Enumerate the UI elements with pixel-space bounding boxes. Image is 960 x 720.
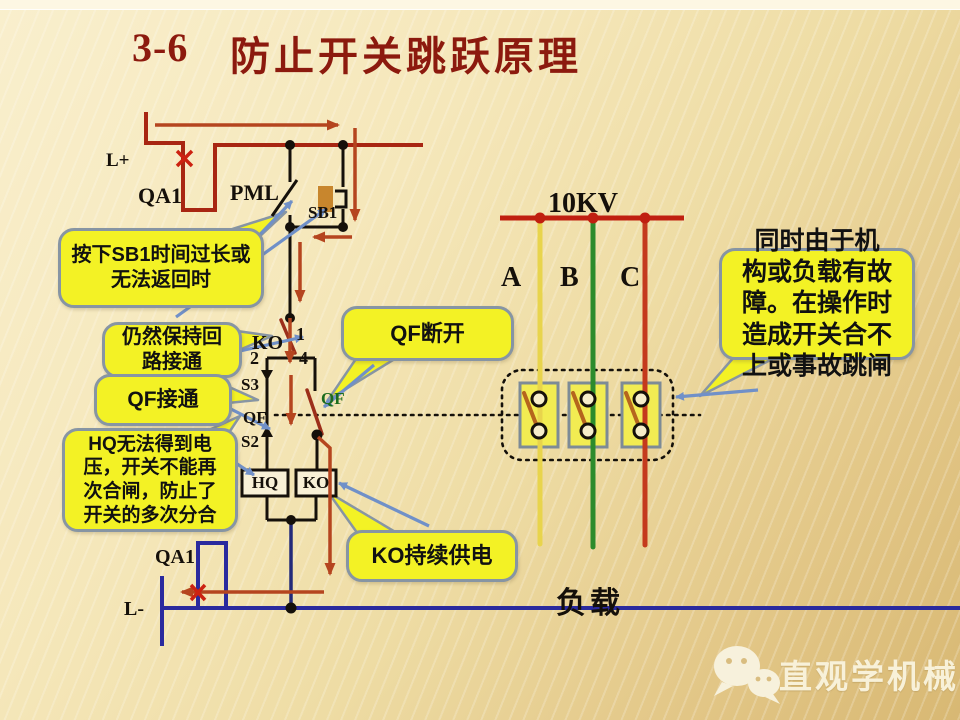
label-phase-b: B (560, 262, 579, 293)
callout-qf-on: QF接通 (94, 374, 232, 426)
wechat-icon (714, 646, 780, 704)
label-phase-a: A (501, 262, 522, 293)
label-bus-10kv: 10KV (548, 188, 618, 219)
label-l-minus: L- (124, 598, 144, 620)
flow-blocked-x-icon (189, 583, 207, 602)
label-l-plus: L+ (106, 150, 130, 171)
connector-markers (261, 370, 273, 437)
callout-keep-circuit: 仍然保持回 路接通 (102, 322, 242, 378)
callout-sb1-pressed: 按下SB1时间过长或 无法返回时 (58, 228, 264, 308)
label-phase-c: C (620, 262, 641, 293)
phase-switch-contacts (522, 390, 650, 440)
callout-ko-supply: KO持续供电 (346, 530, 518, 582)
label-ko-contact: KO (252, 332, 284, 354)
callout-hq-no-voltage: HQ无法得到电 压，开关不能再 次合闸，防止了 开关的多次分合 (62, 428, 238, 532)
top-band (0, 0, 960, 10)
title-number: 3-6 (132, 25, 189, 70)
watermark-text: 直观学机械 (779, 658, 959, 695)
label-terminal-2: 2 (250, 348, 259, 368)
label-s3: S3 (241, 375, 259, 394)
phase-lines (537, 215, 648, 550)
label-qa1-bottom: QA1 (155, 546, 195, 568)
ko-coil-label: KO (302, 473, 330, 492)
label-qa1-top: QA1 (138, 183, 182, 208)
label-sb1: SB1 (308, 203, 338, 222)
label-terminal-4: 4 (299, 348, 308, 368)
label-terminal-1: 1 (296, 324, 305, 344)
callout-fault: 同时由于机 构或负载有故 障。在操作时 造成开关合不 上或事故跳闸 (719, 227, 915, 380)
page-title: 防止开关跳跃原理 (230, 34, 582, 79)
sb1-button-icon (318, 186, 333, 212)
l-plus-rail (144, 112, 423, 212)
qa1-blocked-x-icon (175, 149, 194, 168)
current-flow-arrows (155, 119, 361, 598)
label-qf-right: QF (321, 389, 345, 408)
relay-contact-blades (279, 318, 324, 436)
hq-coil-label: HQ (251, 473, 279, 492)
l-minus-rail (160, 541, 960, 646)
label-s2: S2 (241, 432, 259, 451)
label-load: 负载 (556, 587, 624, 620)
callout-qf-off: QF断开 (341, 306, 514, 361)
label-qf-left: QF (243, 408, 267, 427)
label-pml: PML (230, 180, 279, 205)
bus-10kv (500, 212, 684, 224)
